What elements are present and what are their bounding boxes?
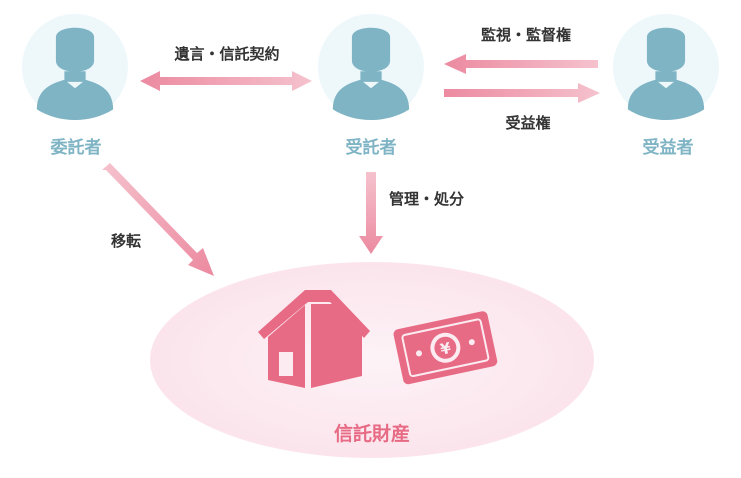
transfer-arrow [102,163,214,276]
settlor-trustee-edge-label: 遺言・信託契約 [173,45,279,63]
yen-banknote-icon: ¥ [393,311,498,385]
trustee-label: 受託者 [346,137,397,158]
trustee-node: 受託者 [318,14,424,158]
yen-symbol: ¥ [439,339,454,359]
supervision-edge-label: 監視・監督権 [481,26,571,44]
supervision-arrow [444,54,598,74]
trustee-person-icon [318,14,424,120]
beneficiary-label: 受益者 [643,137,694,158]
trust-property-area [150,262,594,458]
settlor-trustee-arrow [140,71,312,91]
management-edge-label: 管理・処分 [389,190,464,208]
management-arrow [359,172,383,254]
beneficial-right-edge-label: 受益権 [505,114,550,132]
settlor-person-icon [22,14,128,120]
house-icon [258,290,370,388]
trust-property-label: 信託財産 [334,422,410,445]
transfer-edge-label: 移転 [111,232,141,250]
beneficiary-node: 受益者 [613,14,719,158]
beneficial-right-arrow [444,83,600,103]
settlor-node: 委託者 [22,14,128,158]
settlor-label: 委託者 [50,137,102,158]
beneficiary-person-icon [613,14,719,120]
